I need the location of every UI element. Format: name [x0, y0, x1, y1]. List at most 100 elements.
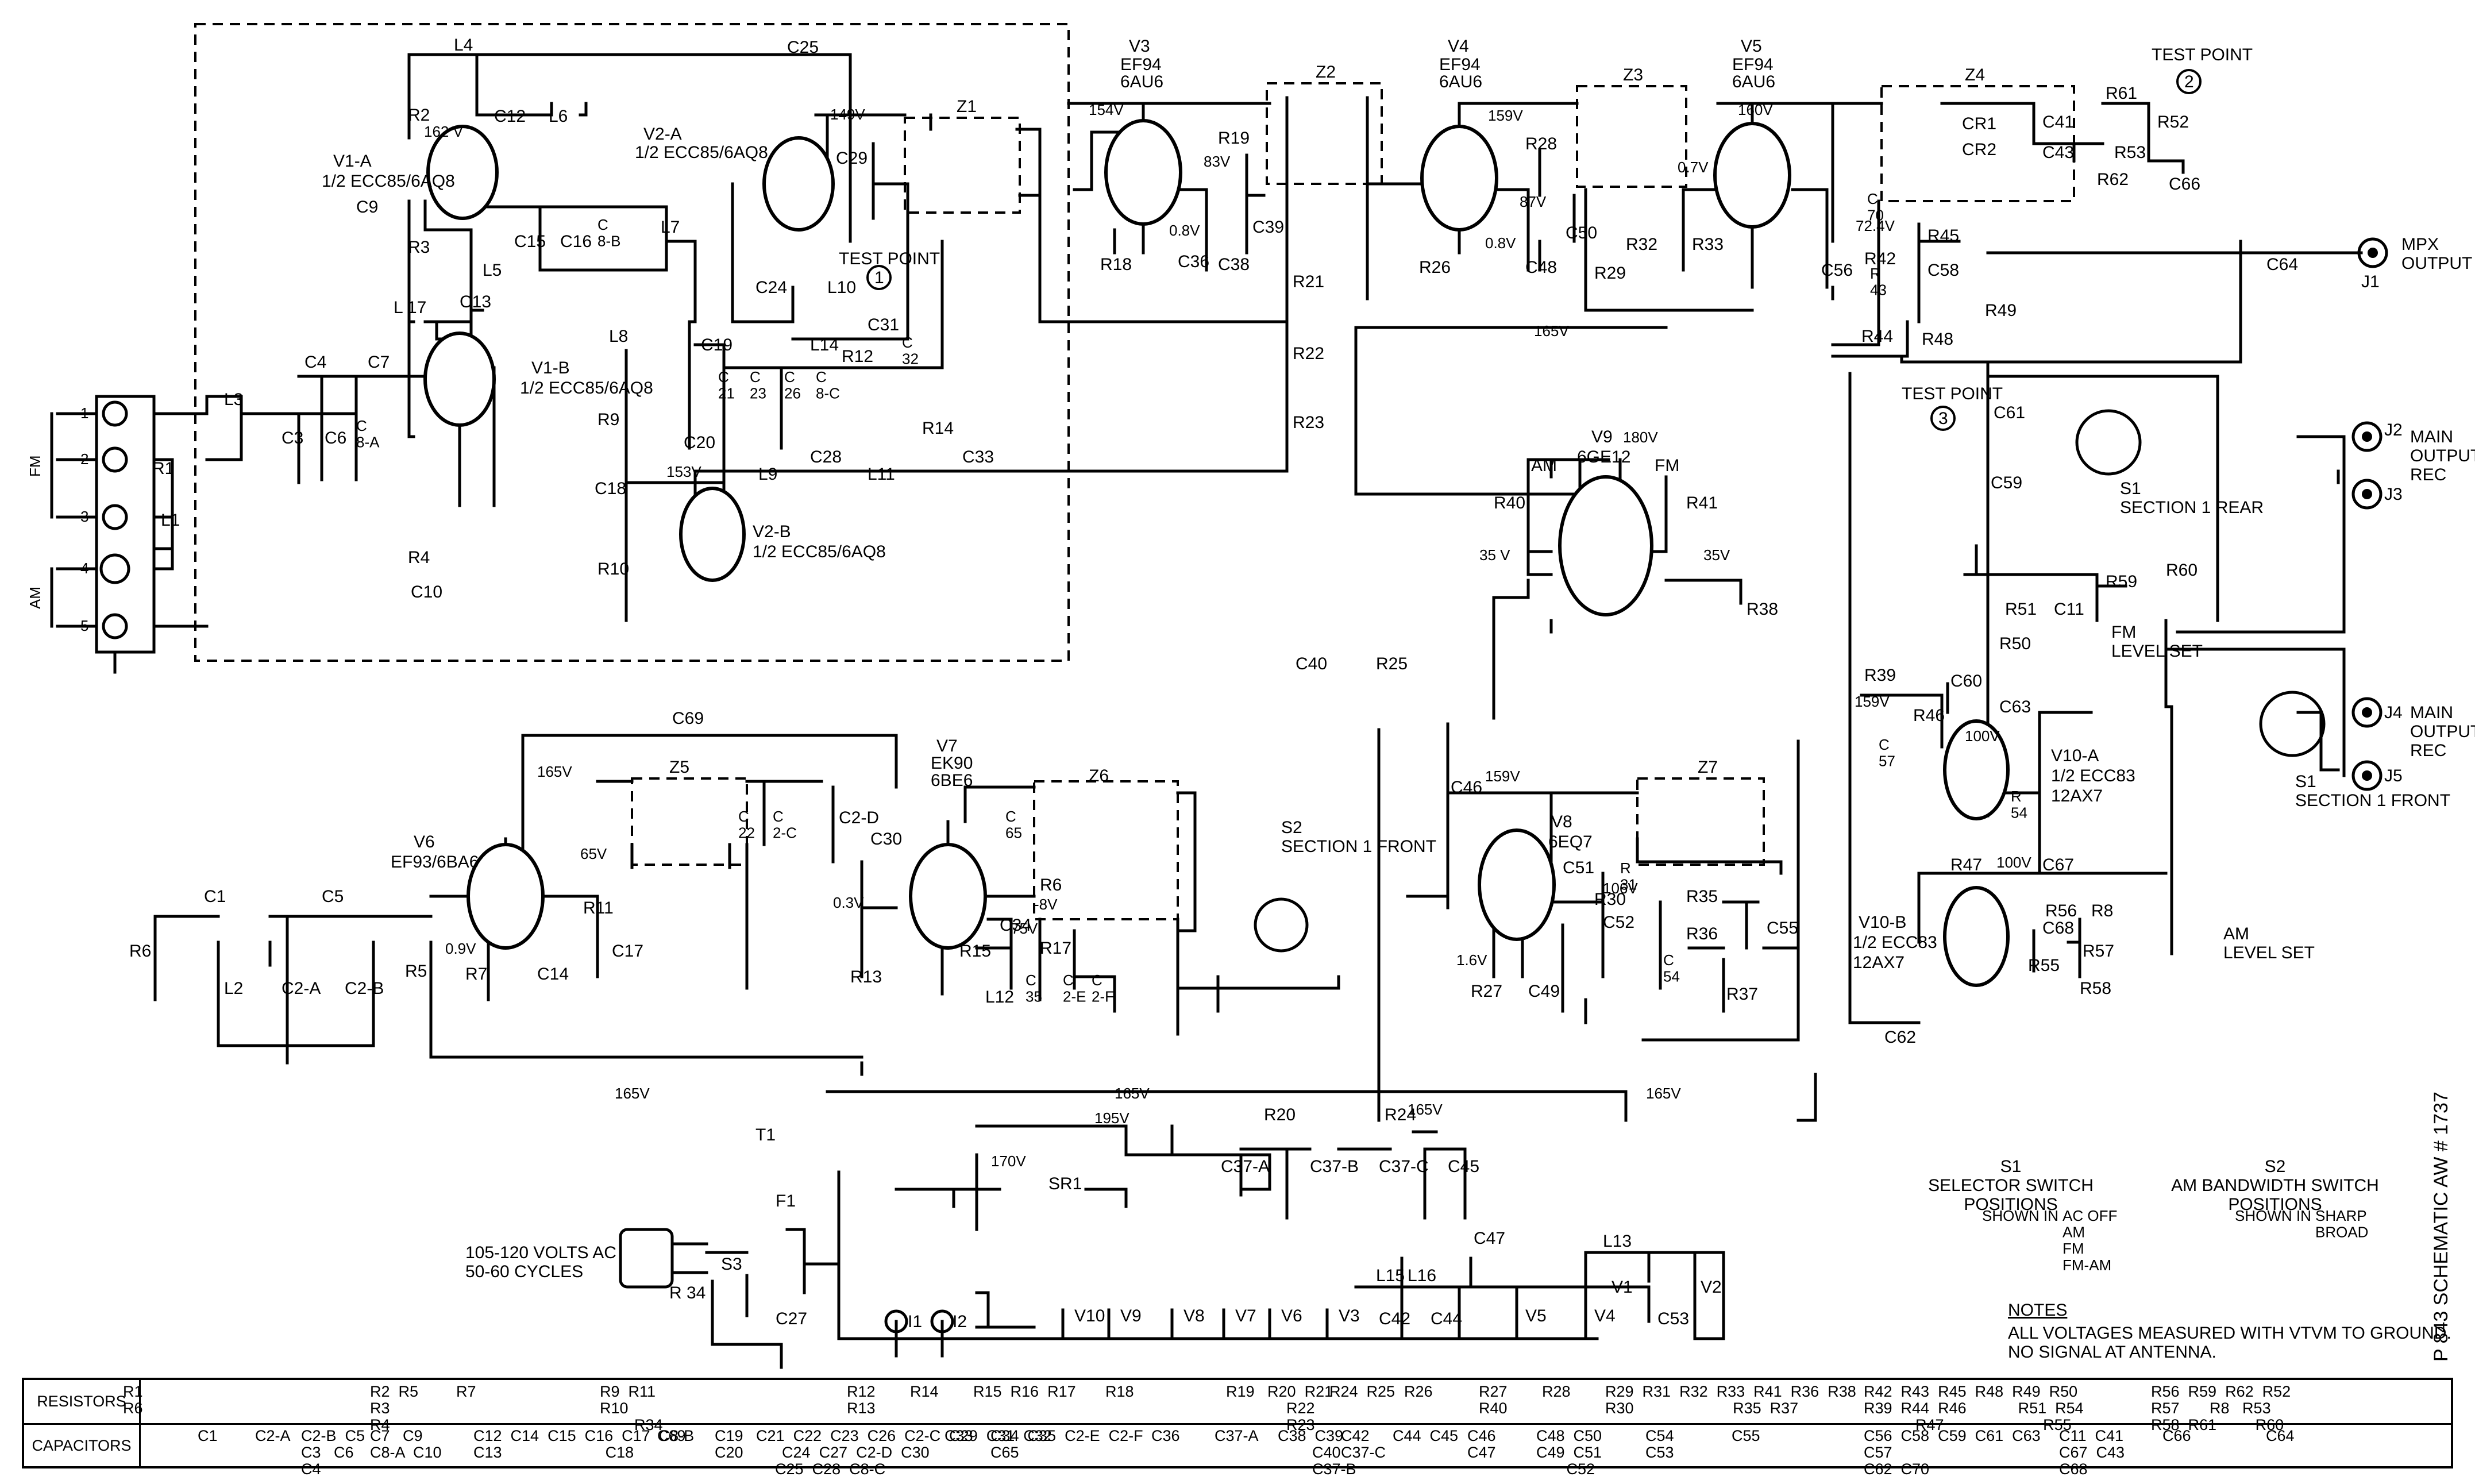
- lbl-j5: J5: [2384, 766, 2403, 785]
- legend-cell: R9 R11 R10 R34: [600, 1383, 663, 1433]
- tube-labels: V1-A 1/2 ECC85/6AQ8 V1-B 1/2 ECC85/6AQ8 …: [322, 37, 2135, 972]
- tube-v4: [1420, 125, 1498, 232]
- lbl-r14: R14: [922, 419, 954, 438]
- label-v2a-type: 1/2 ECC85/6AQ8: [635, 143, 768, 162]
- lbl-l13: L13: [1603, 1232, 1632, 1251]
- v-165c: 165V: [615, 1085, 650, 1102]
- lbl-c6: C6: [325, 429, 346, 448]
- v-165a: 165V: [1534, 322, 1569, 340]
- label-v3-ref: V3: [1129, 37, 1150, 56]
- lbl-main-outputs-b: MAINOUTPUTS BREC: [2410, 703, 2475, 760]
- label-v1a-ref: V1-A: [333, 152, 372, 171]
- lbl-c69: C69: [672, 709, 704, 728]
- v-03: 0.3V: [833, 894, 864, 911]
- v-162: 162 V: [424, 123, 464, 140]
- legend-cell: C37-A: [1215, 1427, 1259, 1444]
- lbl-sr1: SR1: [1048, 1174, 1082, 1193]
- label-v6-type: EF93/6BA6: [391, 853, 479, 872]
- term-4: 4: [80, 560, 88, 577]
- v-09: 0.9V: [445, 940, 476, 957]
- lbl-j1: J1: [2361, 272, 2380, 291]
- lbl-c56: C56: [1821, 261, 1853, 280]
- lbl-r22: R22: [1293, 344, 1324, 363]
- lbl-r60: R60: [2166, 561, 2198, 580]
- lbl-c15: C15: [514, 232, 546, 251]
- lbl-c48: C48: [1525, 258, 1557, 277]
- lbl-l8: L8: [609, 327, 628, 346]
- lbl-j2: J2: [2384, 421, 2403, 440]
- label-v8-type: 6EQ7: [1548, 832, 1593, 851]
- label-v10b-type1: 1/2 ECC83: [1853, 933, 1937, 952]
- lbl-r11: R11: [583, 899, 614, 918]
- lbl-r7: R7: [465, 965, 487, 984]
- lbl-r4: R4: [408, 548, 430, 567]
- label-v2a-ref: V2-A: [643, 125, 682, 144]
- v-165f: 165V: [1408, 1101, 1443, 1118]
- lbl-c20: C20: [684, 433, 715, 452]
- lbl-c5: C5: [322, 887, 344, 906]
- tube-v6: [467, 843, 545, 950]
- lbl-s3: S3: [721, 1255, 742, 1274]
- lbl-l14: L14: [810, 336, 839, 354]
- lbl-r26: R26: [1419, 258, 1451, 277]
- lbl-r38: R38: [1747, 600, 1778, 619]
- lbl-heater-v5: V5: [1525, 1306, 1547, 1325]
- lbl-c67: C67: [2042, 855, 2074, 874]
- label-v7-type1: EK90: [931, 754, 973, 773]
- lbl-c46: C46: [1451, 778, 1482, 797]
- label-v10a-type1: 1/2 ECC83: [2051, 766, 2135, 785]
- lbl-c13: C13: [460, 292, 491, 311]
- tube-symbols: [423, 119, 2010, 987]
- lbl-c59: C59: [1991, 473, 2022, 492]
- lbl-heater-v9: V9: [1120, 1306, 1142, 1325]
- lbl-z3: Z3: [1623, 65, 1643, 84]
- lbl-heater-v8: V8: [1183, 1306, 1205, 1325]
- lbl-c25: C25: [787, 38, 819, 57]
- z6-can: [1033, 780, 1179, 920]
- legend-cell: C7 C9 C8-A C10: [370, 1427, 442, 1461]
- lbl-test-point-1-num: 1: [874, 268, 884, 287]
- tube-v3: [1104, 119, 1182, 226]
- term-1: 1: [80, 404, 88, 422]
- lbl-c41: C41: [2042, 113, 2074, 132]
- tube-v8: [1478, 828, 1556, 941]
- lbl-c68: C68: [2042, 919, 2074, 938]
- lbl-r44: R44: [1861, 327, 1893, 346]
- fm-input-label: FM: [26, 455, 44, 477]
- switch-s2: [1254, 897, 1309, 953]
- v-170: 170V: [991, 1152, 1026, 1170]
- v-65: 65V: [580, 845, 607, 862]
- lbl-c16: C16: [560, 232, 592, 251]
- lbl-heater-v6: V6: [1281, 1306, 1302, 1325]
- label-v7-ref: V7: [936, 737, 958, 756]
- lbl-c44: C44: [1431, 1309, 1462, 1328]
- label-v9-ref: V9: [1591, 427, 1613, 446]
- lbl-r3: R3: [408, 238, 430, 257]
- lbl-c14: C14: [537, 965, 569, 984]
- legend-cell: R56 R59 R62 R52 R57 R8 R53 R58 R61 R60: [2151, 1383, 2291, 1433]
- lbl-c19: C19: [701, 336, 733, 354]
- legend-cell: R19 R20 R21 R22 R23: [1226, 1383, 1333, 1433]
- lbl-test-point-1: TEST POINT: [839, 249, 940, 268]
- lbl-r30: R30: [1594, 890, 1626, 909]
- legend-cell: C69: [657, 1427, 686, 1444]
- lbl-r50: R50: [1999, 634, 2031, 653]
- lbl-r1: R1: [152, 459, 174, 478]
- z3-can: [1576, 85, 1687, 188]
- lbl-r49: R49: [1985, 301, 2017, 320]
- lbl-r9: R9: [597, 410, 619, 429]
